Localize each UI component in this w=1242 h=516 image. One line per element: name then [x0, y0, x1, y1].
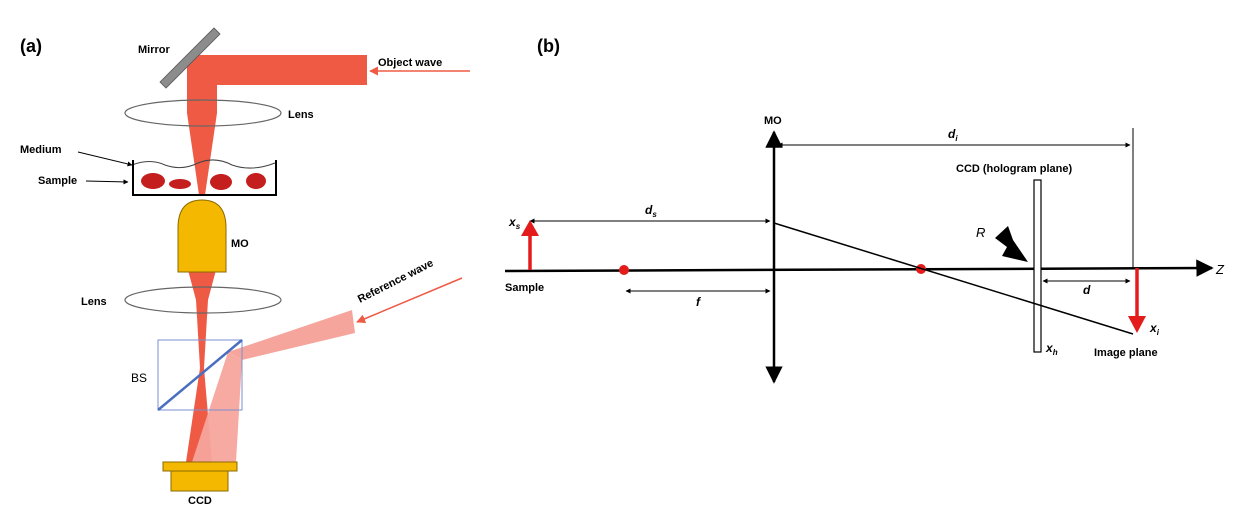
reference-wave-label: Reference wave — [356, 257, 436, 305]
panel-b: (b) Z MO di CCD (hologram plane) xh ds x… — [504, 36, 1225, 384]
sample-pointer — [85, 179, 129, 185]
lens-bottom — [124, 286, 282, 314]
lens-top-label: Lens — [288, 109, 314, 121]
image-plane-label: Image plane — [1094, 347, 1158, 359]
sample-object-arrowhead — [521, 220, 539, 236]
z-axis-label: Z — [1215, 262, 1225, 277]
mo-label: MO — [231, 238, 249, 250]
medium-pointer — [77, 151, 133, 167]
image-arrowhead — [1128, 316, 1146, 333]
microscope-objective — [177, 199, 227, 273]
xh-label: xh — [1045, 341, 1058, 357]
beam-splitter-line — [157, 339, 243, 411]
medium-label: Medium — [20, 144, 62, 156]
reference-beam-in — [228, 310, 355, 360]
vertical-beam — [187, 55, 217, 113]
focused-beam-top — [187, 113, 217, 195]
beam-mo-to-lens — [188, 270, 216, 300]
r-label: R — [976, 225, 985, 240]
mo-lens-label: MO — [764, 115, 782, 127]
beam-splitter-cube — [157, 339, 243, 411]
ccd-plane-label: CCD (hologram plane) — [956, 163, 1072, 175]
mirror — [159, 27, 221, 89]
panel-a: (a) Mirror Object wave Lens Medium — [20, 27, 470, 507]
object-wave-label: Object wave — [378, 57, 442, 69]
ccd-body — [170, 470, 229, 492]
beam-lens-to-focus — [196, 300, 208, 368]
di-label: di — [948, 127, 958, 143]
panel-a-label: (a) — [20, 36, 42, 56]
reference-beam-arrow — [995, 226, 1028, 262]
xs-label: xs — [508, 215, 521, 231]
focal-point-left — [619, 265, 629, 275]
mirror-label: Mirror — [138, 44, 171, 56]
d-label: d — [1083, 283, 1091, 297]
ccd-top — [162, 461, 238, 472]
bs-label: BS — [131, 371, 147, 385]
reference-beam-down — [192, 352, 242, 462]
medium-surface — [131, 159, 276, 169]
sample-dish — [132, 160, 277, 196]
reference-wave-arrow — [356, 277, 463, 324]
cell — [169, 179, 191, 189]
f-label: f — [696, 295, 701, 309]
lens-bottom-label: Lens — [81, 296, 107, 308]
imaging-ray — [773, 222, 1134, 335]
optical-axis — [504, 259, 1214, 277]
sample-label: Sample — [38, 175, 77, 187]
xi-label: xi — [1149, 321, 1160, 337]
cell — [246, 173, 266, 189]
panel-b-label: (b) — [537, 36, 560, 56]
cell — [210, 174, 232, 190]
ds-label: ds — [645, 203, 657, 219]
hologram-plane — [1033, 179, 1042, 353]
cell — [141, 173, 165, 189]
lens-top — [124, 99, 282, 127]
ccd-label: CCD — [188, 495, 212, 507]
sample-b-label: Sample — [505, 282, 544, 294]
